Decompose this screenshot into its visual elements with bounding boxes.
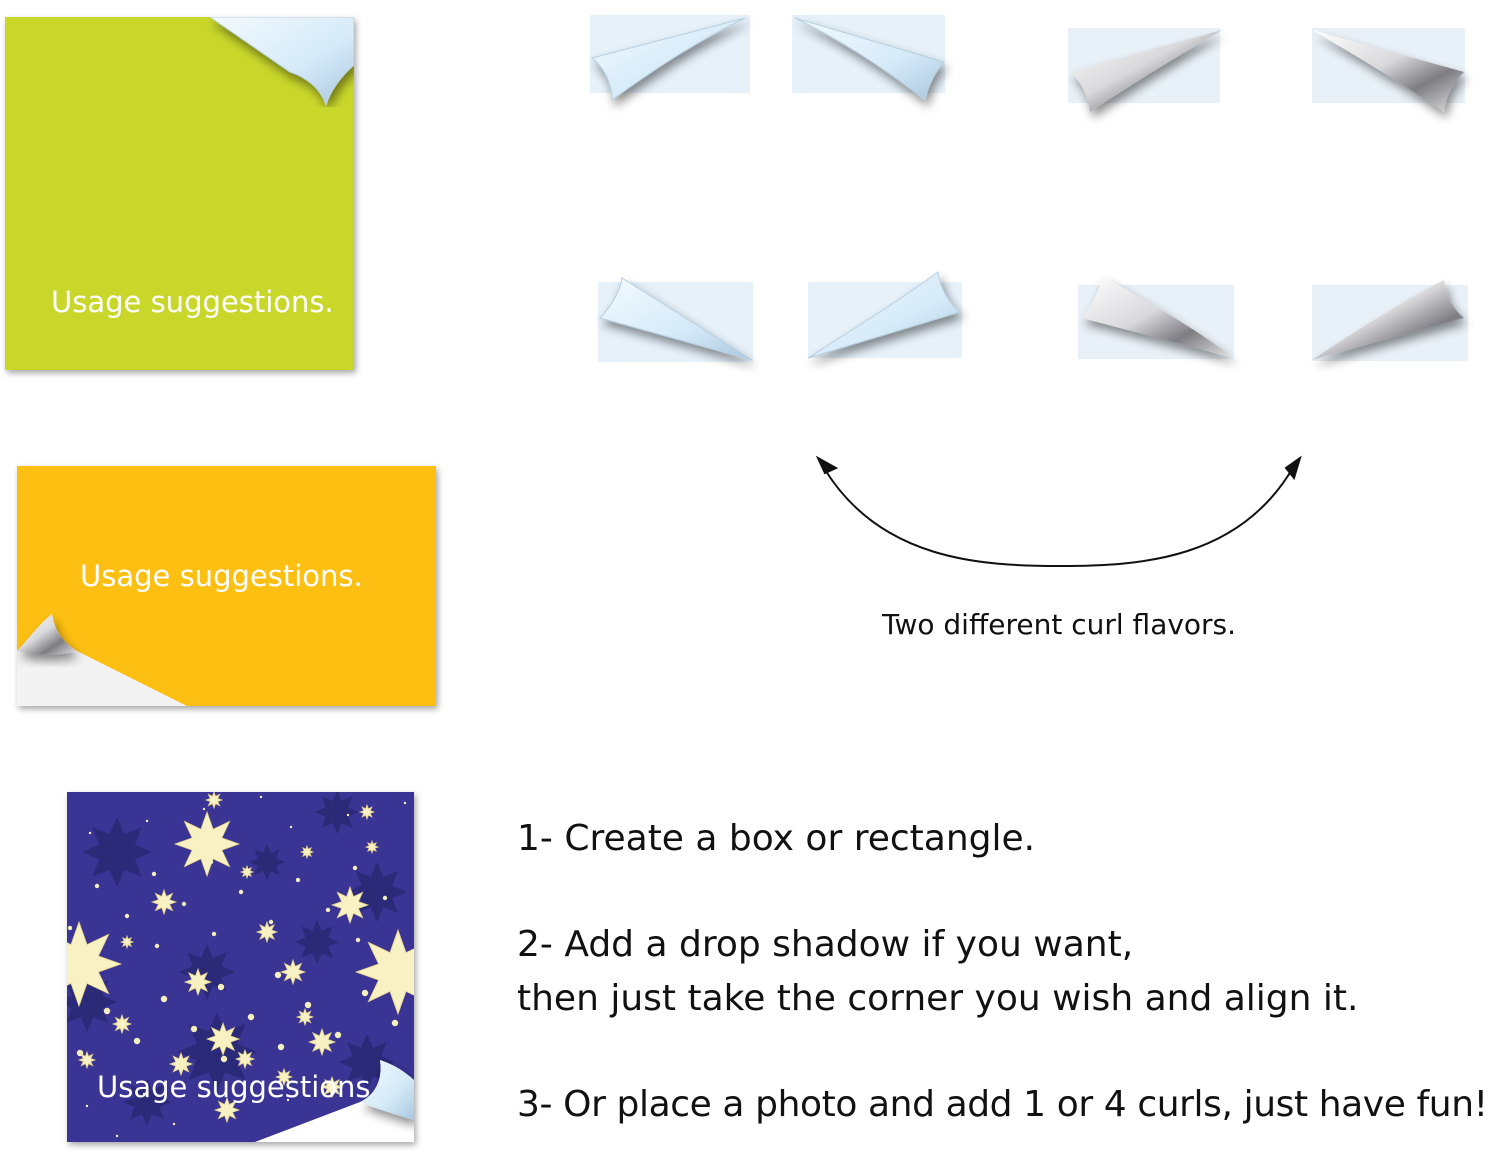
instruction-step-1: 1- Create a box or rectangle. bbox=[517, 818, 1036, 859]
silver-curl-top-left bbox=[1068, 28, 1222, 112]
corner-curl-bottom-right bbox=[255, 1060, 414, 1142]
instruction-step-2-line-2: then just take the corner you wish and a… bbox=[517, 978, 1359, 1019]
blue-curl-top-left bbox=[590, 15, 750, 101]
curl-flavors-caption: Two different curl flavors. bbox=[882, 608, 1237, 641]
silver-curl-bottom-right bbox=[1312, 280, 1468, 361]
corner-curl-top-right bbox=[209, 17, 354, 107]
corner-curl-bottom-left bbox=[17, 614, 187, 706]
silver-curl-top-right bbox=[1312, 28, 1465, 112]
star-pattern bbox=[67, 792, 414, 1138]
double-headed-arrow bbox=[815, 455, 1302, 568]
starry-card: Usage suggestions. bbox=[67, 792, 414, 1142]
instruction-step-2-line-1: 2- Add a drop shadow if you want, bbox=[517, 924, 1134, 965]
blue-curl-bottom-right bbox=[807, 271, 962, 359]
starry-card-label: Usage suggestions. bbox=[97, 1070, 380, 1104]
blue-curl-top-right bbox=[792, 15, 945, 101]
green-card-label: Usage suggestions. bbox=[51, 285, 334, 319]
orange-card: Usage suggestions. bbox=[17, 466, 436, 706]
instruction-step-3: 3- Or place a photo and add 1 or 4 curls… bbox=[517, 1084, 1488, 1125]
blue-curl-bottom-left bbox=[598, 277, 753, 362]
orange-card-label: Usage suggestions. bbox=[80, 559, 363, 593]
silver-curl-bottom-left bbox=[1078, 276, 1234, 359]
green-card: Usage suggestions. bbox=[5, 17, 354, 370]
